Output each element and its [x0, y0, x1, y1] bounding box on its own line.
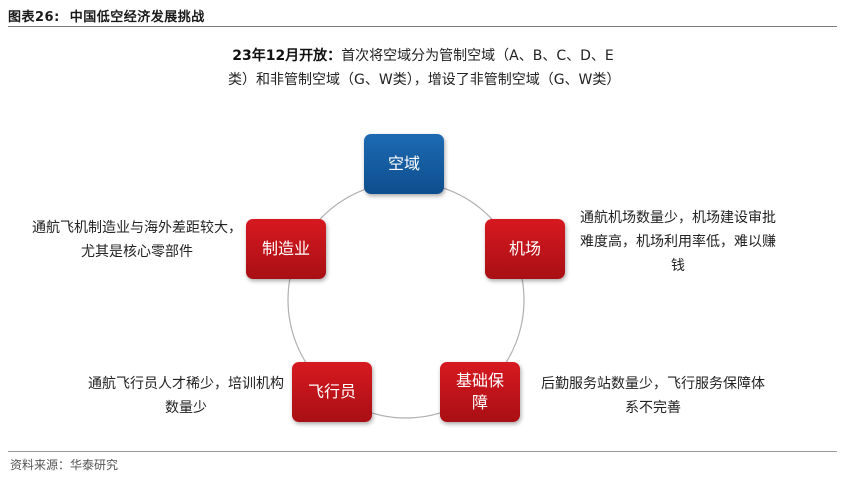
node-infrastructure-label: 基础保障: [456, 371, 505, 412]
footer-divider: [8, 451, 837, 452]
pilots-description: 通航飞行员人才稀少，培训机构数量少: [88, 376, 284, 416]
title-divider: [8, 26, 837, 27]
figure-title-text: 中国低空经济发展挑战: [69, 10, 205, 25]
node-infrastructure: 基础保障: [440, 362, 520, 422]
infrastructure-description: 后勤服务站数量少，飞行服务保障体系不完善: [541, 376, 765, 416]
node-airspace-label: 空域: [387, 154, 420, 173]
node-pilots-label: 飞行员: [308, 382, 357, 401]
node-airport: 机场: [485, 219, 565, 279]
airspace-description: 23年12月开放：首次将空域分为管制空域（A、B、C、D、E类）和非管制空域（G…: [228, 44, 621, 92]
node-manufacturing: 制造业: [246, 219, 326, 279]
node-manufacturing-label: 制造业: [262, 239, 311, 258]
airport-description: 通航机场数量少，机场建设审批难度高，机场利用率低，难以赚钱: [580, 210, 776, 274]
node-airport-label: 机场: [508, 239, 541, 258]
airspace-description-highlight: 23年12月开放：: [232, 48, 342, 64]
airspace-description-text: 首次将空域分为管制空域（A、B、C、D、E类）和非管制空域（G、W类），增设了非…: [228, 48, 621, 88]
figure-number: 图表26:: [8, 10, 60, 25]
source-note: 资料来源：华泰研究: [10, 458, 119, 472]
node-airspace: 空域: [364, 134, 444, 194]
manufacturing-description: 通航飞机制造业与海外差距较大，尤其是核心零部件: [32, 220, 242, 260]
figure-title: 图表26: 中国低空经济发展挑战: [8, 6, 205, 25]
node-pilots: 飞行员: [292, 362, 372, 422]
